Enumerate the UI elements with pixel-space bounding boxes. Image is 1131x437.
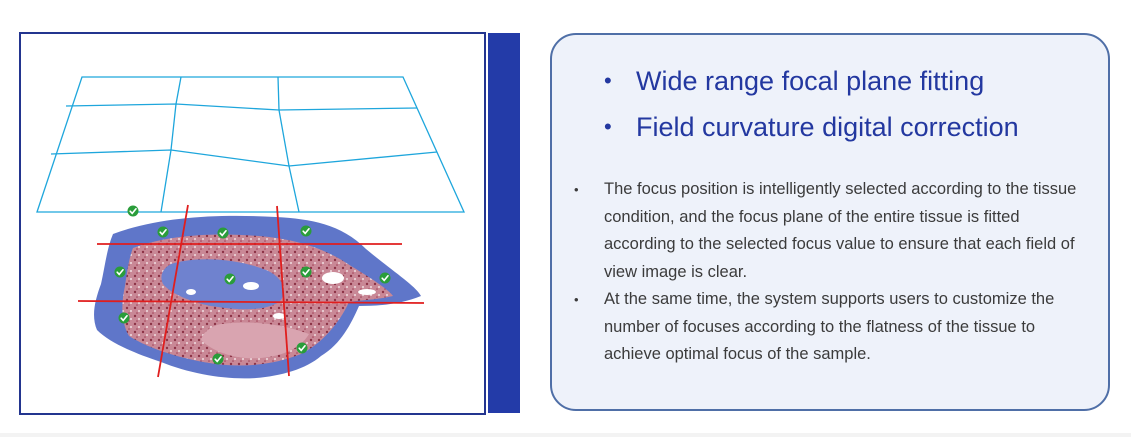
- bullet-icon: •: [574, 182, 579, 197]
- green-checkmark-icon: [126, 204, 140, 218]
- bullet-icon: •: [604, 68, 612, 93]
- description-list: • The focus position is intelligently se…: [574, 176, 1094, 369]
- description-text: The focus position is intelligently sele…: [604, 180, 1077, 281]
- feature-card: • Wide range focal plane fitting • Field…: [550, 33, 1110, 411]
- tissue-section: [94, 215, 422, 379]
- focal-plane-grid: [36, 76, 466, 213]
- decorative-side-bar: [488, 33, 520, 413]
- green-checkmark-icon: [156, 225, 170, 239]
- green-checkmark-icon: [378, 271, 392, 285]
- green-checkmark-icon: [299, 224, 313, 238]
- bullet-icon: •: [604, 114, 612, 139]
- green-checkmark-icon: [223, 272, 237, 286]
- bullet-icon: •: [574, 292, 579, 307]
- green-checkmark-icon: [295, 341, 309, 355]
- bottom-divider: [0, 433, 1131, 437]
- description-text: At the same time, the system supports us…: [604, 290, 1055, 363]
- description-item: • At the same time, the system supports …: [574, 286, 1094, 369]
- headline-text: Wide range focal plane fitting: [636, 66, 985, 96]
- green-checkmark-icon: [216, 226, 230, 240]
- green-checkmark-icon: [299, 265, 313, 279]
- focus-illustration-frame: [19, 32, 486, 415]
- headline-item: • Wide range focal plane fitting: [604, 63, 1019, 109]
- headline-list: • Wide range focal plane fitting • Field…: [604, 63, 1019, 155]
- green-checkmark-icon: [211, 352, 225, 366]
- focus-fitting-lines: [77, 204, 425, 378]
- headline-text: Field curvature digital correction: [636, 112, 1019, 142]
- green-checkmark-icon: [113, 265, 127, 279]
- description-item: • The focus position is intelligently se…: [574, 176, 1094, 286]
- headline-item: • Field curvature digital correction: [604, 109, 1019, 155]
- green-checkmark-icon: [117, 311, 131, 325]
- focus-plane-illustration: [36, 76, 466, 379]
